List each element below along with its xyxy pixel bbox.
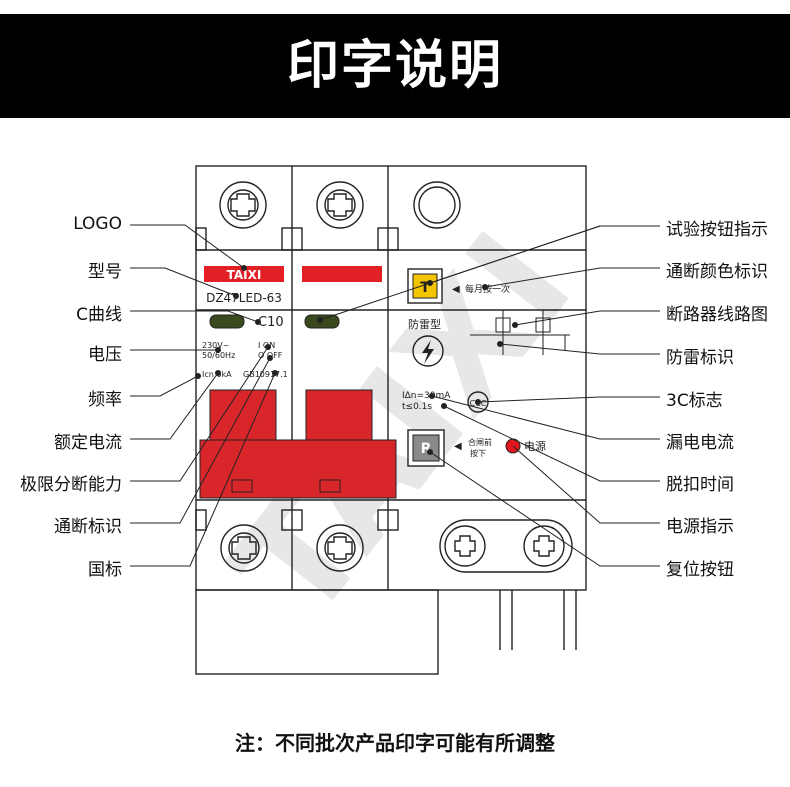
leader-dots	[195, 265, 518, 455]
on-off-indicator-left	[209, 314, 245, 329]
label-trip-time: 脱扣时间	[666, 475, 734, 495]
reset-button-letter: R	[421, 441, 432, 457]
voltage-text: 230V~	[202, 341, 229, 350]
lightning-icon	[412, 335, 444, 367]
leak-current-text: IΔn=30mA	[402, 391, 451, 401]
label-test-button: 试验按钮指示	[666, 220, 768, 240]
test-button-letter: T	[420, 280, 430, 296]
label-on-off-mark: 通断标识	[54, 517, 122, 537]
bottom-screw-mid	[316, 524, 364, 572]
label-lightning: 防雷标识	[666, 348, 734, 368]
top-screw-left	[219, 181, 267, 229]
label-leak-current: 漏电电流	[666, 433, 734, 453]
label-power-indicator: 电源指示	[666, 517, 734, 537]
test-button-hint: 每月按一次	[465, 283, 510, 295]
curve-text: C10	[258, 315, 284, 330]
arrow-left-icon: ◀	[452, 284, 460, 295]
label-circuit: 断路器线路图	[666, 305, 768, 325]
label-3c: 3C标志	[666, 391, 723, 411]
arrow-left-icon-2: ◀	[454, 441, 462, 452]
bottom-screw-left	[220, 524, 268, 572]
top-screw-right	[316, 181, 364, 229]
handle-assembly[interactable]	[199, 389, 397, 499]
lightning-bolt	[422, 340, 434, 364]
trip-time-text: t≤0.1s	[402, 402, 432, 412]
reset-hint-1: 合闸前	[468, 437, 492, 447]
label-logo: LOGO	[73, 214, 122, 234]
frequency-text: 50/60Hz	[202, 351, 235, 360]
reset-hint-2: 按下	[470, 448, 486, 458]
label-model: 型号	[88, 262, 122, 282]
lightning-label: 防雷型	[408, 317, 441, 331]
breaker-body	[195, 165, 587, 675]
circuit-diagram	[470, 310, 570, 355]
label-rated-current: 额定电流	[54, 433, 122, 453]
label-standard: 国标	[88, 560, 122, 580]
brand-strip	[204, 266, 284, 282]
reset-button-face	[412, 434, 440, 462]
label-reset-button: 复位按钮	[666, 560, 734, 580]
model-text: DZ47LED-63	[206, 291, 282, 305]
label-curve: C曲线	[76, 305, 122, 325]
label-breaking-capacity: 极限分断能力	[20, 475, 122, 495]
bottom-terminal-block	[439, 519, 573, 573]
top-window	[413, 181, 461, 229]
page-title: 印字说明	[286, 36, 503, 96]
brand-logo: TAIXI	[227, 268, 262, 282]
footnote: 注：不同批次产品印字可能有所调整	[235, 731, 555, 755]
leader-lines	[130, 224, 660, 567]
label-voltage: 电压	[88, 345, 122, 365]
label-frequency: 频率	[88, 390, 122, 410]
standard-text: GB10917.1	[243, 370, 288, 379]
power-label: 电源	[524, 439, 546, 453]
test-button-face	[412, 273, 438, 299]
label-color-mark: 通断颜色标识	[666, 262, 768, 282]
title-banner: 印字说明	[0, 14, 790, 118]
color-strip	[302, 266, 382, 282]
